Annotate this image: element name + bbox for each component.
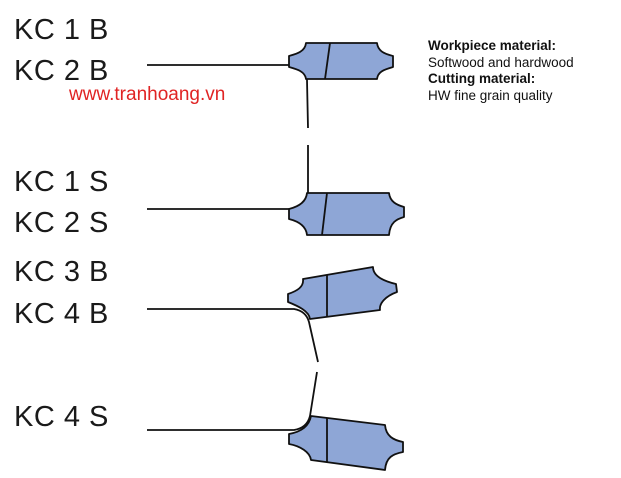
label-kc-4-s: KC 4 S bbox=[14, 401, 109, 433]
label-kc-1-s: KC 1 S bbox=[14, 166, 109, 198]
material-info: Workpiece material: Softwood and hardwoo… bbox=[428, 38, 574, 104]
leader-line-kc4b bbox=[147, 308, 319, 363]
knife-kc4s-shape bbox=[288, 415, 404, 471]
leader-line-kc4s bbox=[147, 371, 318, 431]
cutting-value: HW fine grain quality bbox=[428, 87, 553, 103]
label-kc-2-b: KC 2 B bbox=[14, 55, 109, 87]
label-kc-4-b: KC 4 B bbox=[14, 298, 109, 330]
workpiece-value: Softwood and hardwood bbox=[428, 54, 574, 70]
label-kc-2-s: KC 2 S bbox=[14, 207, 109, 239]
label-kc-3-b: KC 3 B bbox=[14, 256, 109, 288]
watermark-url: www.tranhoang.vn bbox=[69, 84, 226, 105]
knife-b-shape bbox=[288, 42, 394, 80]
workpiece-heading: Workpiece material: bbox=[428, 38, 557, 53]
leader-line-s bbox=[147, 145, 309, 210]
label-kc-1-b: KC 1 B bbox=[14, 14, 109, 46]
cutting-heading: Cutting material: bbox=[428, 71, 536, 86]
knife-s-shape bbox=[288, 192, 405, 236]
knife-kc3b-kc4b-shape bbox=[287, 266, 398, 320]
